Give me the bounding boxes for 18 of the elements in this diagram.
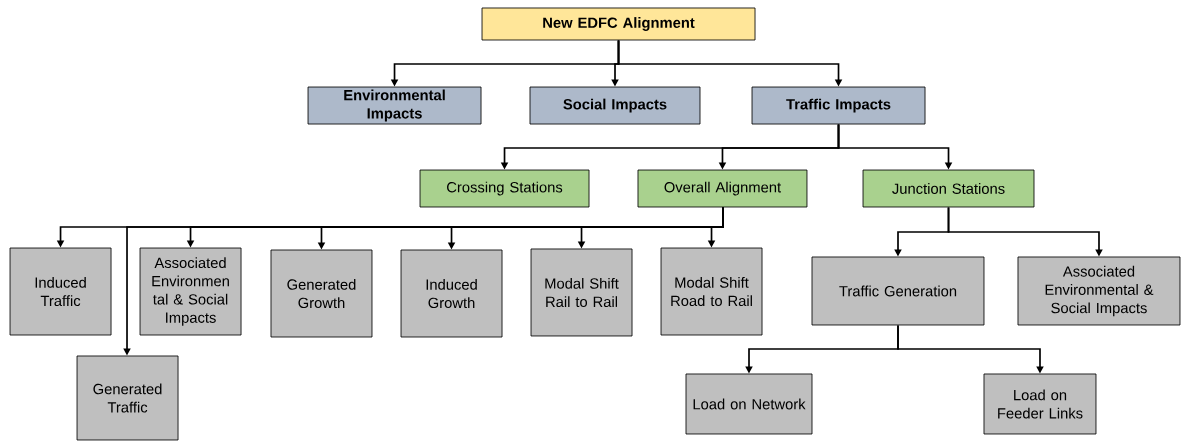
category-box: Social Impacts — [529, 86, 701, 125]
impact-box: Traffic Generation — [811, 256, 985, 326]
category-box: Environmental Impacts — [307, 86, 482, 125]
impact-box: Modal Shift Rail to Rail — [530, 248, 633, 337]
impact-box: Modal Shift Road to Rail — [660, 247, 763, 336]
impact-box: Load on Feeder Links — [983, 373, 1097, 435]
impact-box: Generated Growth — [270, 249, 373, 338]
impact-box: Induced Growth — [400, 249, 503, 338]
root-box: New EDFC Alignment — [481, 7, 756, 41]
impact-box: Load on Network — [685, 373, 813, 435]
impact-box: Associated Environmental & Social Impacts — [1017, 256, 1181, 326]
station-box: Overall Alignment — [637, 169, 808, 208]
station-box: Crossing Stations — [419, 169, 590, 208]
impact-box: Associated Environmen tal & Social Impacts — [139, 247, 242, 336]
impact-box: Induced Traffic — [9, 247, 112, 336]
station-box: Junction Stations — [862, 169, 1035, 208]
impact-box: Generated Traffic — [76, 355, 179, 441]
category-box: Traffic Impacts — [751, 86, 926, 125]
